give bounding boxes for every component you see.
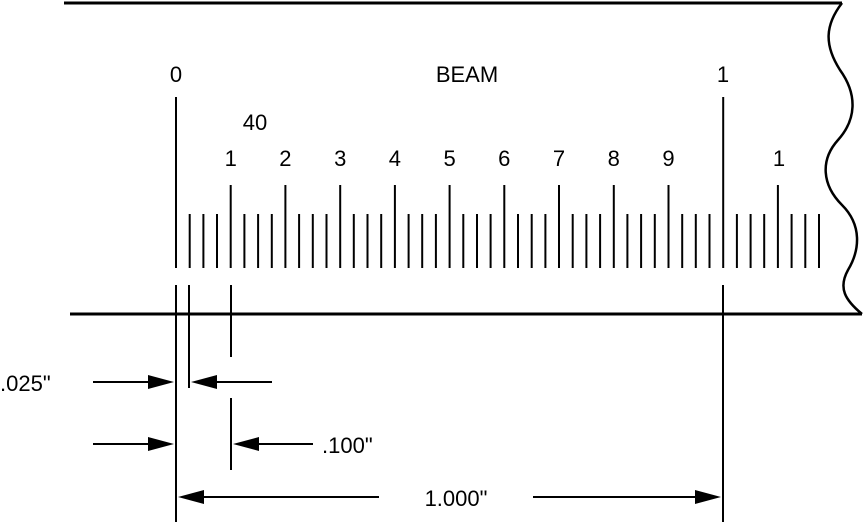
extension-lines	[175, 285, 724, 522]
full-inch-right-arrowhead	[695, 490, 721, 504]
minor-number-label: 9	[662, 146, 674, 171]
numbered-division-left-arrowhead	[148, 437, 174, 451]
minor-number-label: 4	[389, 146, 401, 171]
numbered-division-dimension: .100"	[322, 433, 373, 458]
minor-number-labels: 1 2 3 4 5 6 7 8 9	[225, 146, 675, 171]
small-division-left-arrowhead	[148, 375, 174, 389]
minor-number-label: 8	[608, 146, 620, 171]
minor-number-label: 2	[279, 146, 291, 171]
major-zero-label: 0	[170, 62, 182, 87]
numbered-division-right-arrowhead	[233, 437, 259, 451]
beam-break-line	[824, 2, 863, 315]
minor-number-label: 6	[498, 146, 510, 171]
beam-graduations	[175, 97, 820, 268]
beam-label: BEAM	[436, 62, 498, 87]
beam-outline	[64, 1, 863, 316]
dimension-arrows	[93, 375, 721, 504]
continued-minor-label: 1	[773, 146, 785, 171]
full-inch-left-arrowhead	[178, 490, 204, 504]
minor-number-label: 7	[553, 146, 565, 171]
small-division-dimension: .025"	[0, 371, 51, 396]
minor-number-label: 1	[225, 146, 237, 171]
minor-number-label: 3	[334, 146, 346, 171]
full-inch-dimension: 1.000"	[425, 486, 488, 511]
major-one-label: 1	[717, 62, 729, 87]
minor-heading-label: 40	[243, 110, 267, 135]
small-division-right-arrowhead	[191, 375, 217, 389]
minor-number-label: 5	[443, 146, 455, 171]
